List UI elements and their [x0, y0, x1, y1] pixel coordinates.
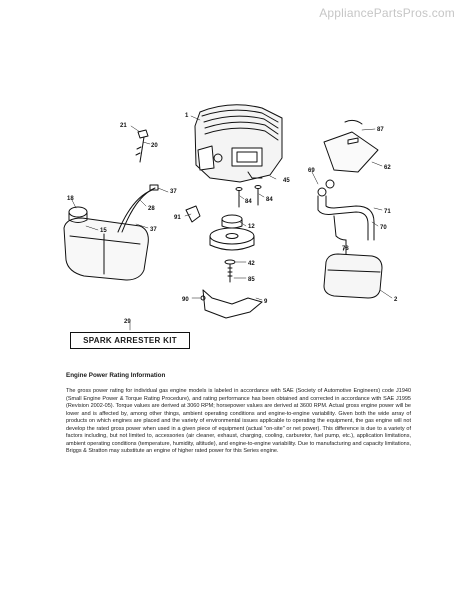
callout-87: 87 — [377, 127, 384, 133]
callout-62: 62 — [384, 165, 391, 171]
fuel-tank[interactable] — [63, 206, 149, 281]
engine-assembly[interactable] — [194, 104, 283, 183]
callout-28: 28 — [148, 206, 155, 212]
callout-15: 15 — [100, 228, 107, 234]
callout-9: 9 — [264, 299, 268, 305]
callout-69: 69 — [308, 168, 315, 174]
mounting-bracket[interactable] — [185, 205, 201, 223]
callout-18: 18 — [67, 196, 74, 202]
engine-pulley[interactable] — [209, 214, 255, 251]
callout-21: 21 — [120, 123, 127, 129]
callout-84-right: 84 — [266, 197, 273, 203]
rating-body: The gross power rating for individual ga… — [66, 388, 411, 454]
rating-title: Engine Power Rating Information — [66, 372, 166, 379]
engine-bolts[interactable] — [235, 185, 262, 208]
callout-71: 71 — [384, 209, 391, 215]
callout-90: 90 — [182, 297, 189, 303]
muffler[interactable] — [323, 239, 383, 299]
control-rod[interactable] — [200, 289, 263, 319]
site-watermark: AppliancePartsPros.com — [319, 6, 455, 20]
callout-37-upper: 37 — [170, 189, 177, 195]
pulley-bolt[interactable] — [224, 259, 236, 283]
callout-29: 29 — [124, 319, 131, 325]
callout-37-lower: 37 — [150, 227, 157, 233]
callout-45: 45 — [283, 178, 290, 184]
callout-91: 91 — [174, 215, 181, 221]
engine-parts-diagram: 1 2 9 12 15 18 20 21 28 37 37 42 45 62 6… — [63, 104, 398, 331]
callout-12: 12 — [248, 224, 255, 230]
callout-42: 42 — [248, 261, 255, 267]
callout-78: 78 — [342, 246, 349, 252]
callout-1: 1 — [185, 113, 189, 119]
callout-20: 20 — [151, 143, 158, 149]
engine-power-rating-section: Engine Power Rating Information The gros… — [66, 372, 411, 456]
callout-2: 2 — [394, 297, 398, 303]
callout-70: 70 — [380, 225, 387, 231]
spark-arrester-kit-label[interactable]: SPARK ARRESTER KIT — [70, 332, 190, 349]
callout-85: 85 — [248, 277, 255, 283]
exhaust-pipe[interactable] — [317, 179, 375, 241]
fuel-line[interactable] — [117, 184, 159, 233]
muffler-heat-shield[interactable] — [323, 119, 379, 173]
callout-84-left: 84 — [245, 199, 252, 205]
dipstick[interactable] — [135, 129, 149, 163]
